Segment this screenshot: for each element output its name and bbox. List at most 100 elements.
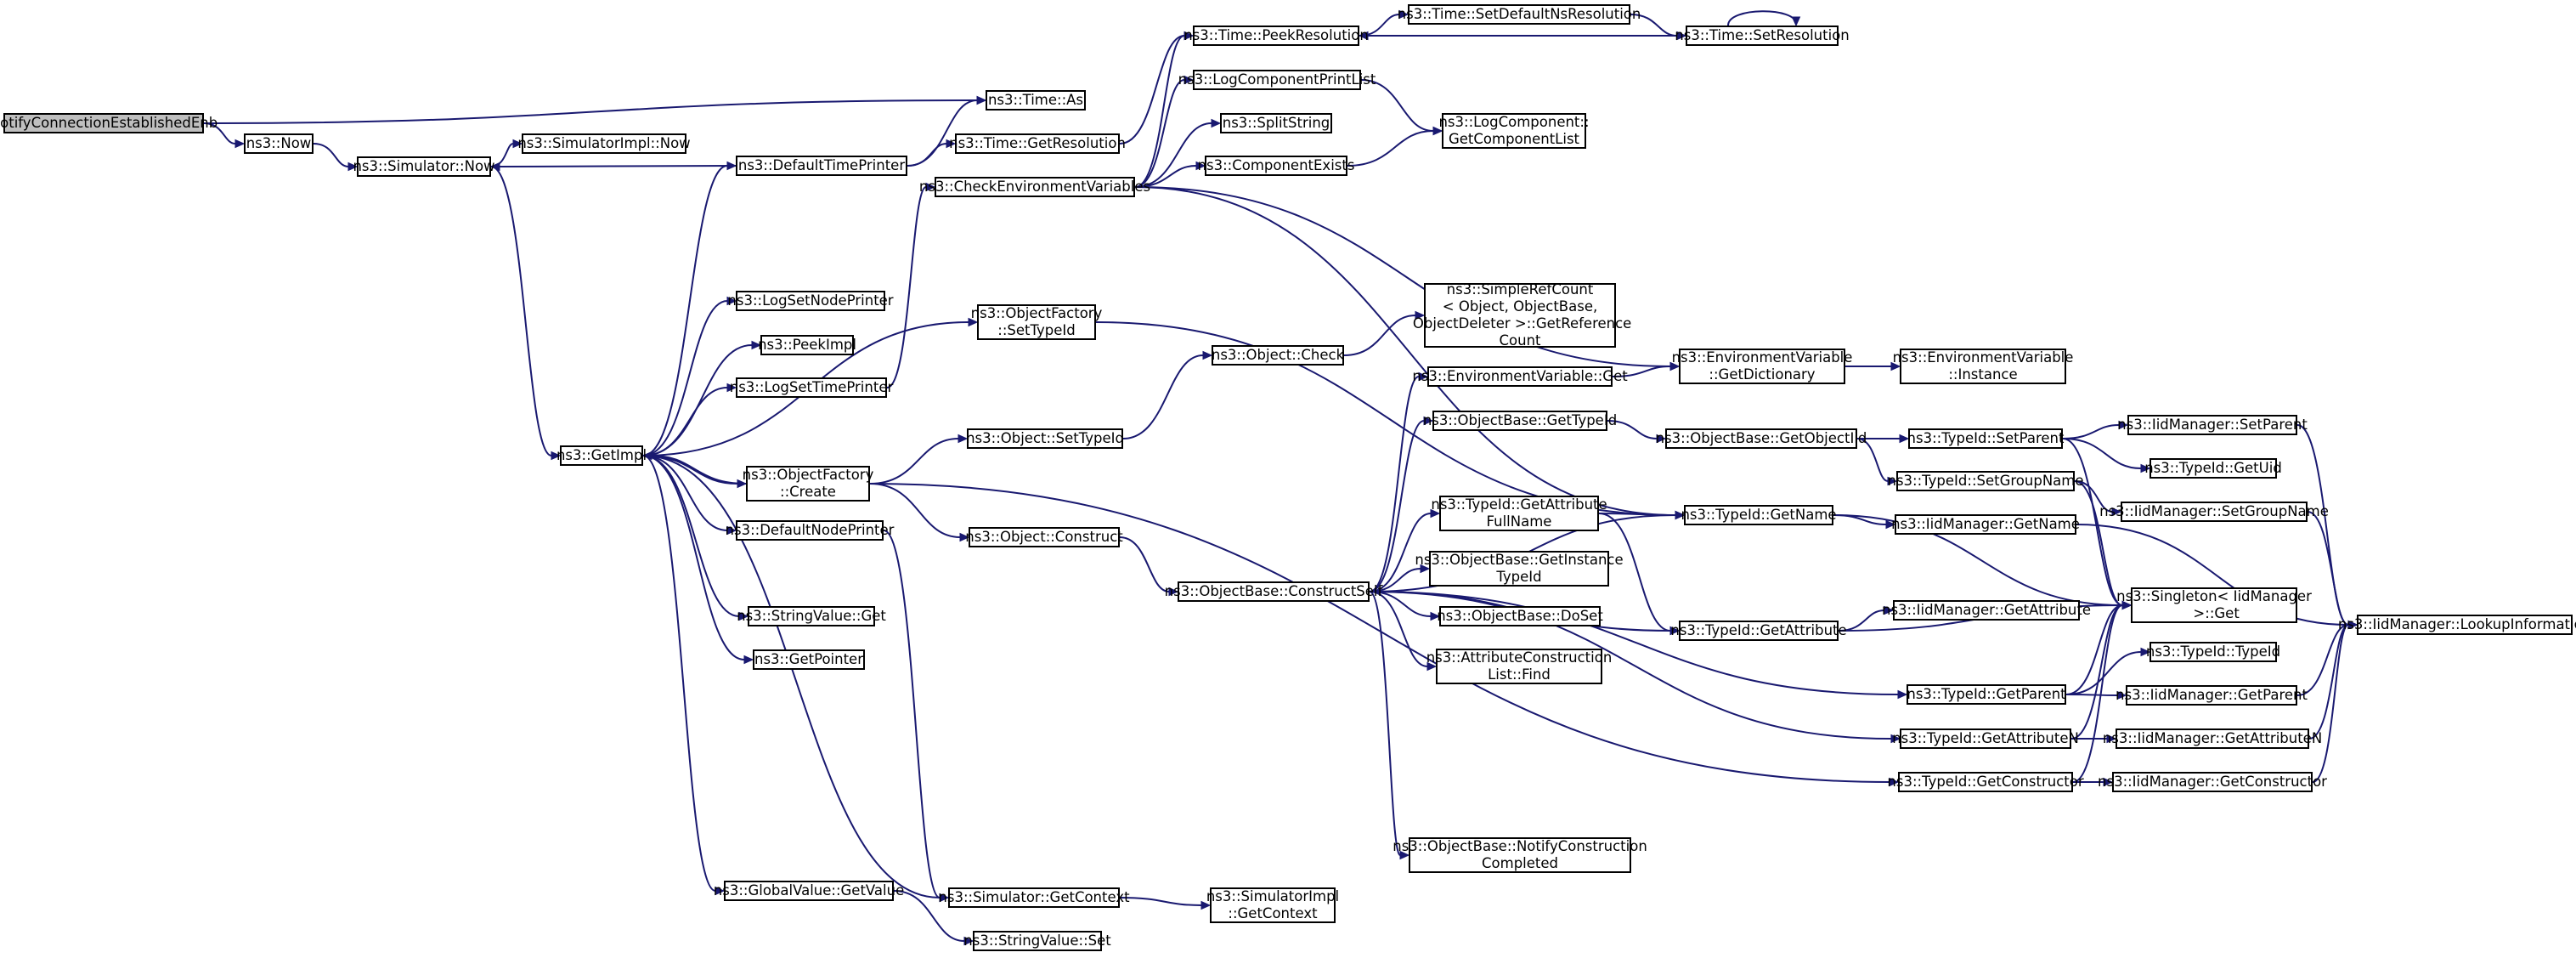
- arrowhead-type-id-set-parent-to-iid-manager-set-parent: [2118, 420, 2129, 430]
- edge-type-id-set-parent-to-singleton-iid-manager-get: [2062, 438, 2123, 606]
- node-simulator-impl-get-context[interactable]: ns3::SimulatorImpl ::GetContext: [1206, 887, 1340, 923]
- arrowhead-environment-variable-get-dictionary-to-environment-variable-instance: [1890, 361, 1901, 371]
- node-get-pointer[interactable]: ns3::GetPointer: [753, 649, 865, 670]
- arrowhead-simulator-get-context-to-simulator-impl-get-context: [1200, 900, 1212, 910]
- arrowhead-get-impl-to-global-value-get-value: [715, 886, 726, 896]
- node-iid-manager-set-parent[interactable]: ns3::IidManager::SetParent: [2117, 415, 2308, 435]
- node-time-set-default-ns-resolution[interactable]: ns3::Time::SetDefaultNsResolution: [1398, 4, 1641, 25]
- arrowhead-object-factory-create-to-type-id-get-constructor: [1889, 777, 1900, 787]
- node-type-id-set-group-name[interactable]: ns3::TypeId::SetGroupName: [1887, 471, 2084, 491]
- node-object-base-do-set[interactable]: ns3::ObjectBase::DoSet: [1437, 606, 1603, 626]
- arrowhead-object-base-construct-self-to-object-base-notify-construction-completed: [1399, 850, 1410, 860]
- edge-object-base-construct-self-to-object-base-notify-construction-completed: [1369, 591, 1401, 856]
- node-time-get-resolution[interactable]: ns3::Time::GetResolution: [949, 133, 1126, 154]
- edge-component-exists-to-log-component-get-component-list: [1347, 130, 1434, 167]
- node-environment-variable-get[interactable]: ns3::EnvironmentVariable::Get: [1412, 366, 1628, 387]
- node-log-component-get-component-list[interactable]: ns3::LogComponent:: GetComponentList: [1438, 113, 1590, 149]
- node-type-id-type-id[interactable]: ns3::TypeId::TypeId: [2146, 642, 2280, 662]
- node-now[interactable]: ns3::Now: [244, 133, 314, 154]
- arrowhead-sim-now-to-simimpl-now: [512, 139, 523, 149]
- node-attribute-construction-list-find[interactable]: ns3::AttributeConstruction List::Find: [1426, 649, 1613, 684]
- node-type-id-get-uid[interactable]: ns3::TypeId::GetUid: [2144, 458, 2282, 479]
- arrowhead-time-set-resolution-to-time-set-resolution: [1791, 16, 1801, 27]
- node-peek-impl[interactable]: ns3::PeekImpl: [758, 335, 856, 355]
- arrowhead-object-base-get-object-iid-to-type-id-set-parent: [1899, 434, 1910, 444]
- node-log-component-print-list[interactable]: ns3::LogComponentPrintList: [1178, 70, 1376, 90]
- arrowhead-default-time-printer-to-sim-now: [489, 162, 500, 172]
- node-environment-variable-get-dictionary[interactable]: ns3::EnvironmentVariable ::GetDictionary: [1671, 349, 1853, 384]
- node-string-value-set[interactable]: ns3::StringValue::Set: [963, 931, 1111, 951]
- node-singleton-iid-manager-get[interactable]: ns3::Singleton< IidManager >::Get: [2116, 587, 2312, 623]
- node-object-base-construct-self[interactable]: ns3::ObjectBase::ConstructSelf: [1165, 581, 1382, 602]
- arrowhead-object-construct-to-object-base-construct-self: [1168, 587, 1179, 597]
- node-log-set-node-printer[interactable]: ns3::LogSetNodePrinter: [727, 291, 894, 311]
- node-object-factory-create[interactable]: ns3::ObjectFactory ::Create: [742, 466, 874, 502]
- node-notify: NotifyConnectionEstablishedEnb: [0, 113, 217, 133]
- node-iid-manager-lookup-information[interactable]: ns3::IidManager::LookupInformation: [2338, 615, 2576, 635]
- arrowhead-type-id-get-constructor-to-iid-manager-get-constructor: [2103, 777, 2114, 787]
- arrowhead-object-factory-create-to-object-set-type-id: [958, 434, 969, 444]
- edge-object-base-construct-self-to-type-id-get-parent: [1369, 591, 1899, 695]
- arrowhead-sim-now-to-get-impl: [551, 451, 562, 461]
- edge-type-id-set-group-name-to-iid-manager-set-group-name: [2074, 480, 2113, 513]
- node-object-set-type-id[interactable]: ns3::Object::SetTypeId: [966, 428, 1124, 449]
- edge-object-base-construct-self-to-type-id-get-attribute-n: [1369, 591, 1892, 740]
- arrowhead-get-impl-to-get-pointer: [743, 655, 754, 665]
- node-global-value-get-value[interactable]: ns3::GlobalValue::GetValue: [714, 881, 904, 901]
- edge-check-environment-variables-to-log-component-print-list: [1134, 79, 1185, 188]
- node-default-node-printer[interactable]: ns3::DefaultNodePrinter: [726, 520, 894, 541]
- node-type-id-get-attribute[interactable]: ns3::TypeId::GetAttribute: [1670, 621, 1847, 641]
- node-get-impl[interactable]: ns3::GetImpl: [556, 445, 647, 466]
- arrowhead-environment-variable-get-to-environment-variable-get-dictionary: [1669, 361, 1681, 371]
- arrowhead-default-time-printer-to-time-as: [976, 95, 987, 105]
- node-iid-manager-get-constructor[interactable]: ns3::IidManager::GetConstructor: [2098, 772, 2327, 792]
- edge-type-id-get-parent-to-singleton-iid-manager-get: [2065, 604, 2123, 695]
- edge-check-environment-variables-to-time-peek-resolution: [1134, 35, 1185, 188]
- node-iid-manager-get-attribute[interactable]: ns3::IidManager::GetAttribute: [1882, 600, 2091, 621]
- node-type-id-get-name[interactable]: ns3::TypeId::GetName: [1681, 505, 1837, 525]
- arrowhead-global-value-get-value-to-string-value-set: [963, 936, 974, 946]
- node-simulator-get-context[interactable]: ns3::Simulator::GetContext: [938, 887, 1130, 908]
- node-time-as[interactable]: ns3::Time::As: [986, 90, 1086, 111]
- node-time-set-resolution[interactable]: ns3::Time::SetResolution: [1675, 26, 1850, 46]
- node-iid-manager-get-attribute-n[interactable]: ns3::IidManager::GetAttributeN: [2103, 728, 2322, 749]
- node-object-base-get-type-id[interactable]: ns3::ObjectBase::GetTypeId: [1423, 411, 1617, 431]
- node-type-id-get-attribute-full-name[interactable]: ns3::TypeId::GetAttribute FullName: [1431, 496, 1607, 531]
- node-object-base-get-instance-type-id[interactable]: ns3::ObjectBase::GetInstance TypeId: [1415, 551, 1624, 587]
- node-iid-manager-get-parent[interactable]: ns3::IidManager::GetParent: [2116, 685, 2308, 706]
- arrowhead-iid-manager-get-constructor-to-iid-manager-lookup-information: [2347, 620, 2359, 630]
- node-object-base-notify-construction-completed[interactable]: ns3::ObjectBase::NotifyConstruction Comp…: [1393, 837, 1647, 873]
- arrowhead-object-factory-create-to-get-impl: [641, 451, 652, 461]
- edge-object-set-type-id-to-object-check: [1122, 354, 1204, 439]
- node-object-base-get-object-iid[interactable]: ns3::ObjectBase::GetObjectIid: [1656, 428, 1867, 449]
- node-string-value-get[interactable]: ns3::StringValue::Get: [737, 606, 886, 626]
- edge-type-id-set-parent-to-type-id-get-uid: [2062, 438, 2142, 469]
- node-log-set-time-printer[interactable]: ns3::LogSetTimePrinter: [730, 377, 893, 398]
- node-time-peek-resolution[interactable]: ns3::Time::PeekResolution: [1183, 26, 1369, 46]
- node-type-id-set-parent[interactable]: ns3::TypeId::SetParent: [1907, 428, 2064, 449]
- edge-get-impl-to-peek-impl: [642, 344, 753, 456]
- edge-type-id-get-parent-to-type-id-type-id: [2065, 651, 2142, 695]
- node-object-check[interactable]: ns3::Object::Check: [1212, 345, 1344, 366]
- arrowhead-get-impl-to-object-factory-set-type-id: [968, 317, 979, 327]
- node-simple-ref-count[interactable]: ns3::SimpleRefCount < Object, ObjectBase…: [1412, 281, 1632, 349]
- node-simimpl-now[interactable]: ns3::SimulatorImpl::Now: [517, 133, 691, 154]
- edge-type-id-set-parent-to-iid-manager-set-parent: [2062, 424, 2120, 439]
- edge-iid-manager-get-attribute-n-to-iid-manager-lookup-information: [2308, 624, 2349, 740]
- node-iid-manager-set-group-name[interactable]: ns3::IidManager::SetGroupName: [2099, 502, 2329, 522]
- node-iid-manager-get-name[interactable]: ns3::IidManager::GetName: [1891, 514, 2080, 535]
- arrowhead-get-impl-to-default-time-printer: [726, 161, 737, 171]
- node-default-time-printer[interactable]: ns3::DefaultTimePrinter: [736, 156, 907, 176]
- node-check-environment-variables[interactable]: ns3::CheckEnvironmentVariables: [919, 177, 1150, 197]
- node-object-factory-set-type-id[interactable]: ns3::ObjectFactory ::SetTypeId: [970, 304, 1103, 340]
- node-type-id-get-attribute-n[interactable]: ns3::TypeId::GetAttributeN: [1892, 728, 2079, 749]
- node-sim-now[interactable]: ns3::Simulator::Now: [353, 156, 495, 177]
- node-component-exists[interactable]: ns3::ComponentExists: [1198, 156, 1354, 176]
- node-object-construct[interactable]: ns3::Object::Construct: [965, 527, 1123, 547]
- node-type-id-get-parent[interactable]: ns3::TypeId::GetParent: [1907, 684, 2066, 705]
- arrowhead-check-environment-variables-to-component-exists: [1195, 161, 1206, 171]
- node-environment-variable-instance[interactable]: ns3::EnvironmentVariable ::Instance: [1892, 349, 2074, 384]
- arrowhead-default-node-printer-to-simulator-get-context: [939, 893, 950, 903]
- node-type-id-get-constructor[interactable]: ns3::TypeId::GetConstructor: [1887, 772, 2084, 792]
- node-split-string[interactable]: ns3::SplitString: [1220, 113, 1332, 133]
